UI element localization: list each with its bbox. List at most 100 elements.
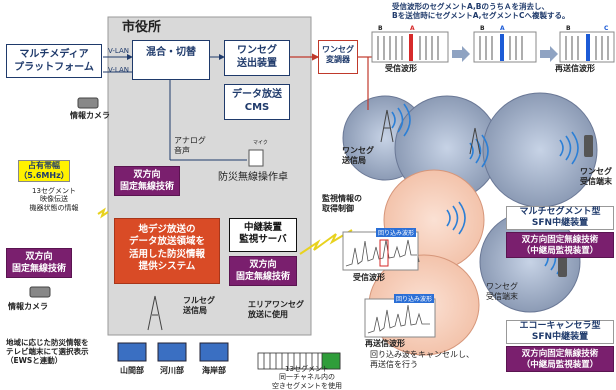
phone-icon-2 <box>558 255 567 277</box>
seg13-note: 13セグメント 同一チャネル内の 空きセグメントを使用 <box>272 365 342 390</box>
received-wave-top: 受信波形 <box>385 64 417 73</box>
oneseg-receiver-mid: ワンセグ 受信端末 <box>486 282 518 301</box>
bidir-fixed-mid-box: 双方向 固定無線技術 <box>6 248 72 278</box>
vlan2: V-LAN <box>108 66 129 74</box>
area-oneseg-line2: 放送に使用 <box>248 309 288 319</box>
phone-icon-1 <box>584 135 593 157</box>
top-note-line1: 受信波形のセグメントA,BのうちＡを消去し、 <box>392 2 550 11</box>
oneseg-transmitter-box: ワンセグ 変調器 <box>318 40 358 74</box>
oneseg-receiver-right-line1: ワンセグ <box>580 167 612 176</box>
cancel-note: 回り込み波をキャンセルし、 再送信を行う <box>370 350 474 369</box>
bidir-echo-line2: （中継局監視装置） <box>521 360 599 371</box>
digital-system-line3: 活用した防災情報 <box>128 248 205 260</box>
analog-audio-line1: アナログ <box>174 136 206 145</box>
seg13-note-line3: 空きセグメントを使用 <box>272 381 342 390</box>
cancel-note-line2: 再送信を行う <box>370 359 418 369</box>
bidir-multi-line1: 双方向固定無線技術 <box>521 235 599 245</box>
bidir-fixed-server-line2: 固定無線技術 <box>235 271 290 282</box>
segment-bar <box>257 352 341 370</box>
seg-b2: B <box>480 25 485 32</box>
oneseg-station-line2: 送信局 <box>342 155 366 165</box>
cell-circle-3 <box>482 92 598 208</box>
city-hall-title: 市役所 <box>122 20 162 35</box>
top-waveforms <box>371 31 615 63</box>
data-broadcast-cms-line1: データ放送 <box>232 89 282 100</box>
resend-wave-mid: 再送信波形 <box>365 339 405 348</box>
area-oneseg-line1: エリアワンセグ <box>248 300 304 309</box>
digital-system-line1: 地デジ放送の <box>138 224 196 235</box>
multimedia-platform-line2: プラットフォーム <box>14 61 94 73</box>
oneseg-sender-box: ワンセグ 送出装置 <box>224 40 290 76</box>
info-camera-top: 情報カメラ <box>70 111 110 120</box>
echo-canceller-line2: SFN中継装置 <box>531 332 589 343</box>
band-line2: （5.6MHz） <box>19 170 69 180</box>
multimedia-platform-box: マルチメディア プラットフォーム <box>6 44 102 78</box>
seg13-note-line2: 同一チャネル内の <box>279 373 335 382</box>
bidir-fixed-mid-line1: 双方向 <box>25 252 53 262</box>
band-note-line1: 13セグメント <box>32 187 76 195</box>
echo-canceller-box: エコーキャンセラ型 SFN中継装置 <box>506 320 614 344</box>
band-note-line2: 映像伝送 <box>40 195 68 204</box>
seg-a2: A <box>500 25 505 32</box>
digital-system-line4: 提供システム <box>138 261 196 273</box>
tv-icons <box>117 342 229 362</box>
bidir-echo-line1: 双方向固定無線技術 <box>521 349 599 359</box>
mic-shape <box>248 149 264 167</box>
bidir-fixed-mid-line2: 固定無線技術 <box>11 263 66 274</box>
bidir-fixed-left-line1: 双方向 <box>133 170 161 180</box>
regional-info: 地域に応じた防災情報を テレビ端末にて選択表示 （EWSと連動） <box>6 338 89 365</box>
oneseg-receiver-mid-line1: ワンセグ <box>486 282 518 291</box>
echo-canceller-line1: エコーキャンセラ型 <box>519 321 601 331</box>
digital-system-box: 地デジ放送の データ放送領域を 活用した防災情報 提供システム <box>114 218 220 284</box>
multi-seg-line1: マルチセグメント型 <box>519 207 601 217</box>
oneseg-receiver-right: ワンセグ 受信端末 <box>580 167 612 186</box>
full-seg-station-line1: フルセグ <box>183 296 215 305</box>
multi-seg-line2: SFN中継装置 <box>531 218 589 229</box>
monitor-info-line1: 監視情報の <box>322 194 362 203</box>
oneseg-transmitter-line1: ワンセグ <box>322 45 354 54</box>
multi-seg-box: マルチセグメント型 SFN中継装置 <box>506 206 614 230</box>
data-broadcast-cms-line2: CMS <box>244 101 270 113</box>
tv-label-river: 河川部 <box>160 366 184 375</box>
regional-info-line2: テレビ端末にて選択表示 <box>6 347 89 356</box>
oneseg-receiver-right-line2: 受信端末 <box>580 176 612 186</box>
oneseg-receiver-mid-line2: 受信端末 <box>486 291 518 301</box>
tv-label-coast: 海岸部 <box>202 366 226 375</box>
relay-server-box: 中継装置 監視サーバ <box>229 218 297 252</box>
oneseg-station: ワンセグ 送信局 <box>342 146 374 165</box>
wrap-wave1: 回り込み波形 <box>376 228 417 237</box>
mix-switch-box: 混合・切替 <box>132 40 210 80</box>
resend-wave-top: 再送信波形 <box>555 64 595 73</box>
cancel-note-line1: 回り込み波をキャンセルし、 <box>370 350 474 359</box>
area-oneseg: エリアワンセグ 放送に使用 <box>248 300 304 319</box>
multimedia-platform-line1: マルチメディア <box>19 49 89 60</box>
seg-c3: C <box>604 25 609 32</box>
received-wave-mid: 受信波形 <box>353 273 385 282</box>
regional-info-line3: （EWSと連動） <box>6 356 63 365</box>
wrap-wave2: 回り込み波形 <box>394 294 435 303</box>
bidir-fixed-server-box: 双方向 固定無線技術 <box>229 256 297 286</box>
relay-server-line1: 中継装置 <box>243 222 282 233</box>
disaster-console: 防災無線操作卓 <box>218 172 288 183</box>
bidir-echo-box: 双方向固定無線技術 （中継局監視装置） <box>506 346 614 372</box>
oneseg-station-line1: ワンセグ <box>342 146 374 155</box>
bidir-fixed-server-line1: 双方向 <box>249 260 277 270</box>
regional-info-line1: 地域に応じた防災情報を <box>6 338 89 347</box>
spectrum-plots <box>342 231 436 338</box>
full-seg-station-line2: 送信局 <box>183 305 207 315</box>
oneseg-transmitter-line2: 変調器 <box>326 55 350 64</box>
seg13-note-line1: 13セグメント <box>285 365 329 373</box>
info-camera-bottom: 情報カメラ <box>8 302 48 311</box>
band-note: 13セグメント 映像伝送 機器状態の情報 <box>18 187 90 212</box>
camera-icons <box>29 97 99 298</box>
analog-audio: アナログ 音声 <box>174 136 206 155</box>
bidir-multi-line2: （中継局監視装置） <box>521 246 599 257</box>
monitor-info-line2: 取得制御 <box>322 203 354 213</box>
vlan1: V-LAN <box>108 47 129 55</box>
bidir-multi-box: 双方向固定無線技術 （中継局監視装置） <box>506 232 614 258</box>
band-line1: 占有帯幅 <box>28 161 60 170</box>
seg-b1: B <box>378 25 383 32</box>
top-note-line2: Bを送信時にセグメントA,セグメントCへ複製する。 <box>392 11 570 20</box>
seg-a1: A <box>410 25 415 32</box>
relay-server-line2: 監視サーバ <box>239 233 287 245</box>
